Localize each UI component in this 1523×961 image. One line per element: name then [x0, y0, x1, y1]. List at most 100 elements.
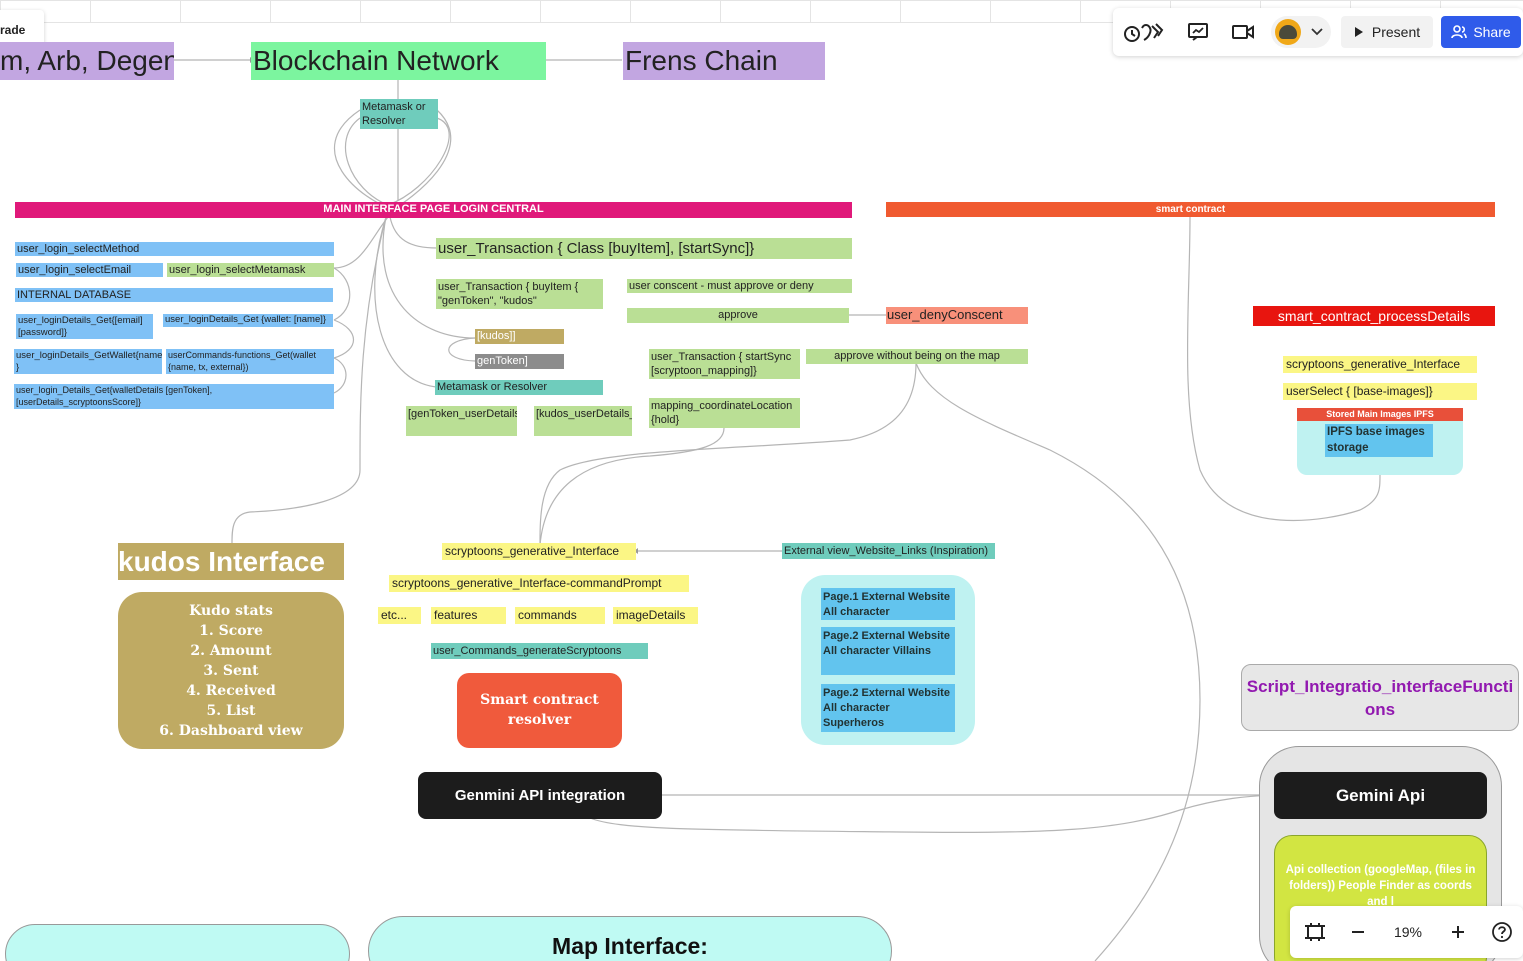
gemini-api-card[interactable]: Gemini Api: [1274, 772, 1487, 819]
ipfs-container[interactable]: Stored Main Images IPFS IPFS base images…: [1297, 408, 1463, 475]
user-transaction-label: user_Transaction { Class [buyItem], [sta…: [438, 240, 755, 257]
help-button[interactable]: [1488, 918, 1516, 946]
approve-without-map-label: approve without being on the map: [834, 350, 1000, 362]
login-select-email-label: user_login_selectEmail: [18, 264, 132, 276]
share-button[interactable]: Share: [1441, 16, 1521, 48]
kudos-stat-line: 4. Received: [186, 683, 276, 699]
chevron-down-icon: [1311, 28, 1323, 36]
command-prompt-note[interactable]: scryptoons_generative_Interface-commandP…: [389, 575, 689, 592]
login-details-get-email-note[interactable]: user_loginDetails_Get{[email] [password]…: [16, 314, 153, 339]
present-button[interactable]: Present: [1341, 16, 1433, 48]
help-icon: [1492, 922, 1512, 942]
main-interface-bar-label: MAIN INTERFACE PAGE LOGIN CENTRAL: [323, 203, 544, 215]
login-details-get-wallet-name-note[interactable]: user_loginDetails_Get {wallet: [name]}: [163, 314, 333, 327]
minus-icon: [1352, 931, 1364, 933]
login-select-metamask-note[interactable]: user_login_selectMetamask: [167, 263, 334, 277]
kudos-token-label: [kudos]]: [477, 330, 516, 342]
tag-commands-note[interactable]: commands: [515, 607, 605, 624]
users-icon: [1451, 25, 1468, 39]
script-functions-label: Script_Integratio_interfaceFunctions: [1246, 677, 1514, 719]
smart-contract-process-details-note[interactable]: smart_contract_processDetails: [1253, 306, 1495, 326]
sc-generative-interface-note[interactable]: scryptoons_generative_Interface: [1283, 356, 1477, 373]
generate-scryptoons-note[interactable]: user_Commands_generateScryptoons: [431, 643, 648, 659]
login-select-email-note[interactable]: user_login_selectEmail: [16, 263, 163, 277]
mapping-location-note[interactable]: mapping_coordinateLocation {hold}: [649, 398, 800, 428]
login-details-walletdetails-note[interactable]: user_login_Details_Get{walletDetails [ge…: [14, 384, 334, 409]
gentoken-note[interactable]: genToken]: [475, 354, 564, 369]
fit-to-screen-button[interactable]: [1300, 918, 1330, 946]
map-interface-card[interactable]: Map Interface:: [368, 916, 892, 961]
zoom-level[interactable]: 19%: [1382, 918, 1434, 946]
chain-note-left[interactable]: m, Arb, Degen: [0, 42, 174, 80]
approve-without-map-note[interactable]: approve without being on the map: [806, 349, 1028, 364]
top-toolbar: Present Share: [1113, 8, 1523, 56]
external-page-label: Page.2 External Website All character Su…: [823, 687, 950, 729]
smart-contract-resolver-card[interactable]: Smart contract resolver: [457, 673, 622, 748]
chain-note-left-label: m, Arb, Degen: [0, 45, 174, 76]
login-select-method-note[interactable]: user_login_selectMethod: [15, 242, 334, 256]
login-select-metamask-label: user_login_selectMetamask: [169, 264, 306, 276]
command-prompt-label: scryptoons_generative_Interface-commandP…: [392, 576, 662, 590]
tag-features-note[interactable]: features: [431, 607, 506, 624]
external-page-note[interactable]: Page.2 External Website All character Vi…: [821, 627, 955, 675]
user-select-note[interactable]: userSelect { [base-images]}: [1283, 383, 1477, 400]
metamask-resolver-note[interactable]: Metamask or Resolver: [435, 380, 603, 395]
comment-icon: [1188, 23, 1208, 41]
gemini-integration-card[interactable]: Genmini API integration: [418, 772, 662, 819]
external-page-label: Page.2 External Website All character Vi…: [823, 630, 950, 657]
sc-generative-interface-label: scryptoons_generative_Interface: [1286, 357, 1461, 371]
kudos-stat-line: Kudo stats: [189, 603, 273, 619]
internal-database-note[interactable]: INTERNAL DATABASE: [15, 288, 333, 302]
generative-interface-note[interactable]: scryptoons_generative_Interface: [442, 543, 636, 560]
kudos-token-note[interactable]: [kudos]]: [475, 329, 564, 344]
frens-chain-note[interactable]: Frens Chain: [623, 42, 825, 80]
smart-contract-bar-label: smart contract: [1155, 204, 1226, 215]
gentoken-total-label: [genToken_userDetails_genToken_total]: [408, 408, 517, 420]
external-page-note[interactable]: Page.2 External Website All character Su…: [821, 684, 955, 732]
kudos-stat-line: 3. Sent: [203, 663, 259, 679]
gentoken-total-note[interactable]: [genToken_userDetails_genToken_total]: [406, 406, 517, 436]
start-sync-label: user_Transaction { startSync [scryptoon_…: [651, 351, 792, 378]
main-interface-bar[interactable]: MAIN INTERFACE PAGE LOGIN CENTRAL: [15, 202, 852, 218]
zoom-out-button[interactable]: [1344, 918, 1372, 946]
user-conscent-note[interactable]: user conscent - must approve or deny: [627, 279, 852, 293]
login-details-getwallet-note[interactable]: user_loginDetails_GetWallet{name }: [14, 349, 162, 374]
kudos-stats-card[interactable]: Kudo stats 1. Score 2. Amount 3. Sent 4.…: [118, 592, 344, 749]
reactions-button[interactable]: [1121, 16, 1169, 48]
present-label: Present: [1371, 24, 1421, 40]
external-links-note[interactable]: External view_Website_Links (Inspiration…: [782, 543, 995, 559]
internal-database-label: INTERNAL DATABASE: [17, 289, 132, 301]
user-commands-get-note[interactable]: userCommands-functions_Get(wallet {name,…: [166, 349, 334, 374]
comment-button[interactable]: [1183, 18, 1213, 46]
external-page-note[interactable]: Page.1 External Website All character: [821, 588, 955, 620]
start-sync-note[interactable]: user_Transaction { startSync [scryptoon_…: [649, 349, 800, 379]
metamask-resolver-top-note[interactable]: Metamask or Resolver: [360, 99, 438, 129]
user-deny-conscent-note[interactable]: user_denyConscent: [886, 307, 1028, 324]
login-select-method-label: user_login_selectMethod: [17, 243, 140, 255]
gentoken-label: genToken]: [477, 355, 528, 367]
tag-image-details-note[interactable]: imageDetails: [613, 607, 698, 624]
smart-contract-bar[interactable]: smart contract: [886, 202, 1495, 217]
external-page-label: Page.1 External Website All character: [823, 591, 950, 618]
transaction-buyitem-note[interactable]: user_Transaction { buyItem { "genToken",…: [436, 279, 603, 309]
user-transaction-note[interactable]: user_Transaction { Class [buyItem], [sta…: [436, 238, 852, 259]
zoom-in-button[interactable]: [1444, 918, 1472, 946]
video-button[interactable]: [1227, 18, 1259, 46]
user-avatar-menu[interactable]: [1271, 16, 1331, 48]
tag-etc-note[interactable]: etc...: [378, 607, 421, 624]
script-functions-card[interactable]: Script_Integratio_interfaceFunctions: [1241, 664, 1519, 731]
external-pages-container[interactable]: Page.1 External Website All character Pa…: [801, 575, 975, 745]
gemini-integration-label: Genmini API integration: [454, 787, 626, 804]
blockchain-network-note[interactable]: Blockchain Network: [251, 42, 546, 80]
avatar-image: [1279, 25, 1297, 39]
approve-note[interactable]: approve: [627, 308, 849, 323]
metamask-resolver-top-label: Metamask or Resolver: [362, 101, 426, 128]
bottom-left-card[interactable]: [5, 924, 350, 961]
user-select-label: userSelect { [base-images]}: [1286, 384, 1433, 398]
frens-chain-label: Frens Chain: [625, 45, 778, 76]
kudos-interface-title[interactable]: kudos Interface: [118, 543, 344, 580]
